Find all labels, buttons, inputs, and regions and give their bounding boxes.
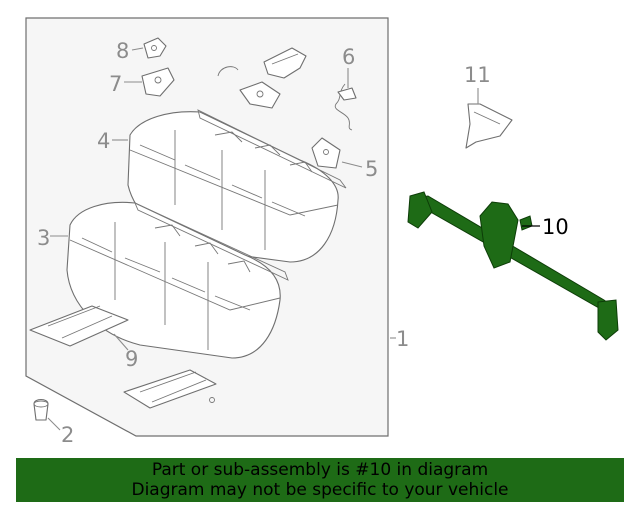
bracket-part-11[interactable]	[465, 103, 513, 149]
info-banner: Part or sub-assembly is #10 in diagram D…	[16, 458, 624, 502]
clip-part[interactable]	[217, 66, 239, 77]
callout-3: 3	[37, 226, 50, 250]
bracket-part-8[interactable]	[143, 37, 167, 59]
mat-part-9[interactable]	[29, 305, 217, 409]
hinge-bracket[interactable]	[263, 47, 307, 79]
callout-9: 9	[125, 347, 138, 371]
leader-8	[131, 47, 144, 51]
callout-7: 7	[109, 72, 122, 96]
brace-part-10[interactable]	[407, 191, 619, 341]
callout-2: 2	[61, 423, 74, 447]
leader-5	[341, 161, 363, 168]
cover-part-2[interactable]	[33, 398, 49, 421]
latch-bracket[interactable]	[239, 81, 281, 109]
callout-1: 1	[396, 327, 409, 351]
callout-10: 10	[542, 215, 569, 239]
banner-line-2: Diagram may not be specific to your vehi…	[131, 480, 509, 500]
callout-6: 6	[342, 45, 355, 69]
leader-9	[113, 333, 129, 351]
callout-11: 11	[464, 63, 491, 87]
banner-line-1: Part or sub-assembly is #10 in diagram	[151, 460, 489, 480]
parts-diagram: 8 7 4 3 6 5 9 2 1 11 10	[25, 17, 619, 447]
bracket-part-7[interactable]	[141, 67, 175, 97]
wire-harness-part-6[interactable]	[334, 83, 357, 131]
bracket-part-5[interactable]	[311, 137, 341, 169]
callout-5: 5	[365, 157, 378, 181]
leader-2	[47, 417, 61, 431]
callout-8: 8	[116, 39, 129, 63]
callout-4: 4	[97, 129, 110, 153]
